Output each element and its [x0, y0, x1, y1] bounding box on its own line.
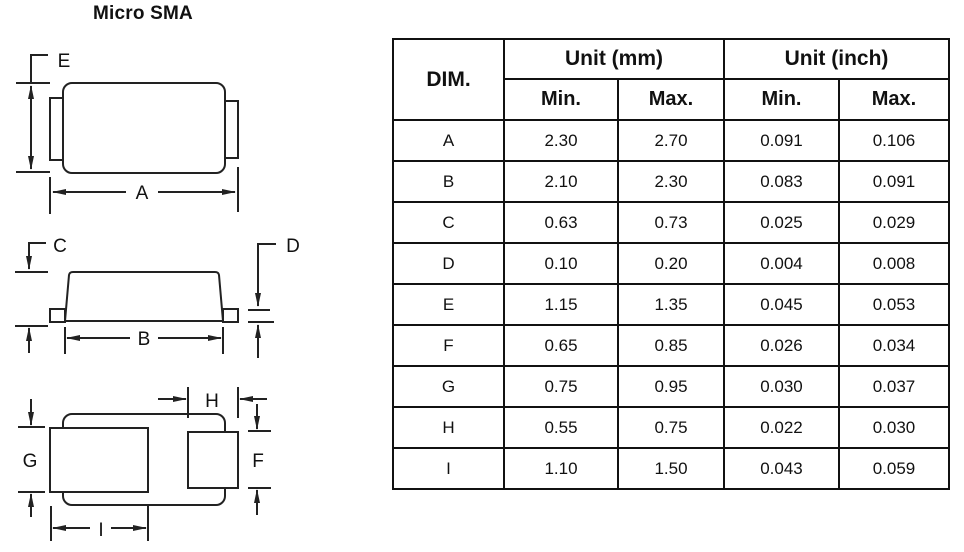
table-cell: 1.35	[617, 283, 725, 326]
header-unit-inch: Unit (inch)	[723, 38, 950, 80]
dim-label-d: D	[286, 236, 300, 257]
table-cell: 0.059	[838, 447, 950, 490]
dim-e-leader-line	[30, 54, 48, 83]
right-lead-shape	[222, 308, 239, 323]
table-row: D 0.10 0.20 0.004 0.008	[392, 242, 950, 285]
table-cell: 0.95	[617, 365, 725, 408]
table-cell: 0.63	[503, 201, 619, 244]
table-cell: 0.85	[617, 324, 725, 367]
left-lead-shape	[49, 97, 64, 161]
dim-label-c: C	[53, 236, 67, 257]
dim-c-leader-arrow	[26, 242, 46, 270]
left-lead-shape	[49, 308, 66, 323]
table-cell: 0.034	[838, 324, 950, 367]
package-body-shape	[63, 271, 225, 322]
table-cell: 0.091	[723, 119, 840, 162]
table-cell: 0.75	[617, 406, 725, 449]
header-dim: DIM.	[392, 38, 505, 121]
header-inch-max: Max.	[838, 78, 950, 121]
table-header-row: DIM. Unit (mm) Unit (inch)	[392, 38, 950, 121]
table-cell: 0.025	[723, 201, 840, 244]
table-cell: C	[392, 201, 505, 244]
table-cell: 0.045	[723, 283, 840, 326]
table-cell: 0.55	[503, 406, 619, 449]
table-cell: 0.037	[838, 365, 950, 408]
table-row: E 1.15 1.35 0.045 0.053	[392, 283, 950, 326]
table-cell: 1.15	[503, 283, 619, 326]
left-pad-shape	[49, 427, 149, 493]
table-cell: 0.75	[503, 365, 619, 408]
header-inch-min: Min.	[723, 78, 840, 121]
table-cell: D	[392, 242, 505, 285]
table-cell: 0.20	[617, 242, 725, 285]
table-cell: 0.091	[838, 160, 950, 203]
table-cell: 0.029	[838, 201, 950, 244]
table-row: I 1.10 1.50 0.043 0.059	[392, 447, 950, 490]
dim-label-i: I	[98, 520, 103, 541]
table-cell: 2.70	[617, 119, 725, 162]
table-cell: 0.083	[723, 160, 840, 203]
dim-label-h: H	[205, 391, 219, 412]
drawing-bottom-view: H G F I	[18, 387, 271, 541]
table-cell: 0.004	[723, 242, 840, 285]
table-cell: 0.008	[838, 242, 950, 285]
table-cell: 2.10	[503, 160, 619, 203]
table-cell: 0.026	[723, 324, 840, 367]
header-mm-min: Min.	[503, 78, 619, 121]
table-row: B 2.10 2.30 0.083 0.091	[392, 160, 950, 203]
package-outline-drawings: E A C D	[15, 51, 300, 541]
right-lead-shape	[224, 100, 239, 159]
table-cell: F	[392, 324, 505, 367]
table-cell: 0.043	[723, 447, 840, 490]
table-cell: G	[392, 365, 505, 408]
table-row: C 0.63 0.73 0.025 0.029	[392, 201, 950, 244]
table-row: F 0.65 0.85 0.026 0.034	[392, 324, 950, 367]
table-cell: 0.030	[723, 365, 840, 408]
table-cell: 0.022	[723, 406, 840, 449]
table-cell: H	[392, 406, 505, 449]
dim-label-g: G	[23, 451, 38, 472]
table-row: G 0.75 0.95 0.030 0.037	[392, 365, 950, 408]
header-unit-mm: Unit (mm)	[503, 38, 725, 80]
drawing-top-view: E A	[16, 51, 239, 214]
dimension-table: DIM. Unit (mm) Unit (inch) Min. Max. Min…	[392, 38, 950, 490]
table-cell: 1.50	[617, 447, 725, 490]
table-cell: 0.73	[617, 201, 725, 244]
table-cell: 2.30	[617, 160, 725, 203]
table-cell: B	[392, 160, 505, 203]
dim-d-leader-arrow	[255, 243, 276, 307]
table-cell: 0.030	[838, 406, 950, 449]
table-cell: 1.10	[503, 447, 619, 490]
table-cell: 0.053	[838, 283, 950, 326]
package-body-shape	[62, 82, 226, 174]
page-title: Micro SMA	[93, 3, 193, 24]
dim-label-e: E	[58, 51, 71, 72]
right-pad-shape	[187, 431, 239, 489]
drawing-side-view: C D B	[15, 236, 300, 358]
table-row: H 0.55 0.75 0.022 0.030	[392, 406, 950, 449]
table-header-row: Min. Max. Min. Max.	[393, 78, 950, 121]
table-cell: A	[392, 119, 505, 162]
table-cell: 0.65	[503, 324, 619, 367]
dim-label-a: A	[136, 183, 149, 204]
table-cell: I	[392, 447, 505, 490]
header-mm-max: Max.	[617, 78, 725, 121]
table-cell: 0.106	[838, 119, 950, 162]
dim-label-b: B	[138, 329, 151, 350]
dim-label-f: F	[252, 451, 264, 472]
table-cell: 2.30	[503, 119, 619, 162]
table-cell: 0.10	[503, 242, 619, 285]
table-cell: E	[392, 283, 505, 326]
table-row: A 2.30 2.70 0.091 0.106	[392, 119, 950, 162]
